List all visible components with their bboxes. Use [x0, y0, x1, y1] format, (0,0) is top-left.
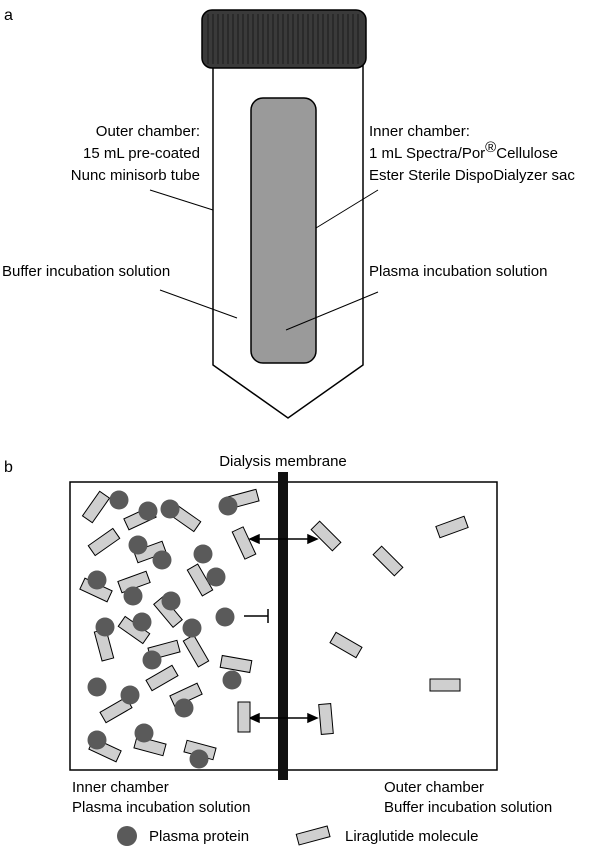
outer-chamber-line-2: 15 mL pre-coated: [83, 145, 200, 162]
plasma-protein: [174, 698, 194, 718]
inner-chamber-line-3: Ester Sterile DispoDialyzer sac: [369, 167, 575, 184]
right-caption-line-2: Buffer incubation solution: [384, 799, 552, 816]
plasma-protein: [138, 501, 158, 521]
liraglutide-molecule: [237, 701, 251, 733]
panel-b-label: b: [4, 459, 13, 476]
plasma-protein: [123, 586, 143, 606]
liraglutide-molecule: [145, 664, 179, 692]
liraglutide-molecule: [429, 678, 461, 692]
legend: Plasma protein Liraglutide molecule: [117, 825, 478, 846]
plasma-protein: [189, 749, 209, 769]
panel-a-label: a: [4, 7, 13, 24]
plasma-protein: [218, 496, 238, 516]
liraglutide-molecule: [372, 545, 404, 577]
buffer-incubation-label: Buffer incubation solution: [2, 263, 170, 280]
bidirectional-arrow-top: [248, 533, 319, 545]
inner-dialyzer-sac: [250, 97, 317, 364]
right-caption-line-1: Outer chamber: [384, 779, 484, 796]
plasma-protein: [222, 670, 242, 690]
liraglutide-molecule: [186, 563, 214, 597]
blocked-arrow: [244, 609, 269, 623]
liraglutide-molecule: [182, 634, 210, 668]
inner-chamber-leader: [315, 189, 379, 229]
particles-layer: [79, 488, 469, 769]
outer-chamber-line-3: Nunc minisorb tube: [71, 167, 200, 184]
legend-protein-icon: [117, 826, 137, 846]
legend-protein-label: Plasma protein: [149, 828, 249, 845]
plasma-protein: [87, 570, 107, 590]
inner-chamber-label: Inner chamber: 1 mL Spectra/Por®Cellulos…: [369, 123, 575, 184]
left-caption-line-1: Inner chamber: [72, 779, 169, 796]
plasma-protein: [95, 617, 115, 637]
plasma-protein: [128, 535, 148, 555]
plasma-protein: [120, 685, 140, 705]
plasma-protein: [132, 612, 152, 632]
plasma-protein: [152, 550, 172, 570]
liraglutide-molecule: [318, 702, 334, 736]
plasma-protein: [87, 730, 107, 750]
plasma-protein: [193, 544, 213, 564]
plasma-protein: [134, 723, 154, 743]
outer-chamber-leader: [149, 189, 214, 211]
tube-cap: [201, 9, 367, 69]
plasma-leader: [285, 291, 379, 331]
plasma-protein: [182, 618, 202, 638]
liraglutide-molecule: [329, 631, 363, 659]
legend-molecule-label: Liraglutide molecule: [345, 828, 478, 845]
liraglutide-molecule: [310, 520, 342, 552]
liraglutide-molecule: [435, 515, 469, 539]
plasma-protein: [206, 567, 226, 587]
legend-molecule-icon: [295, 825, 331, 846]
plasma-protein: [142, 650, 162, 670]
plasma-protein: [160, 499, 180, 519]
left-caption-line-2: Plasma incubation solution: [72, 799, 250, 816]
liraglutide-molecule: [87, 527, 121, 557]
bidirectional-arrow-bottom: [248, 712, 319, 724]
liraglutide-molecule: [133, 540, 167, 564]
liraglutide-molecule: [81, 490, 111, 524]
buffer-leader: [159, 289, 238, 319]
registered-mark: ®: [485, 139, 496, 156]
outer-chamber-line-1: Outer chamber:: [96, 123, 200, 140]
plasma-incubation-label: Plasma incubation solution: [369, 263, 547, 280]
dialysis-membrane-label: Dialysis membrane: [219, 453, 347, 470]
plasma-protein: [87, 677, 107, 697]
plasma-protein: [109, 490, 129, 510]
plasma-protein: [215, 607, 235, 627]
liraglutide-molecule: [231, 526, 257, 560]
inner-chamber-line-1: Inner chamber:: [369, 123, 470, 140]
inner-chamber-line-2: 1 mL Spectra/Por®Cellulose: [369, 139, 558, 162]
outer-chamber-label: Outer chamber: 15 mL pre-coated Nunc min…: [71, 123, 200, 184]
liraglutide-molecule: [219, 654, 253, 674]
dialysis-membrane: [278, 472, 288, 780]
plasma-protein: [161, 591, 181, 611]
